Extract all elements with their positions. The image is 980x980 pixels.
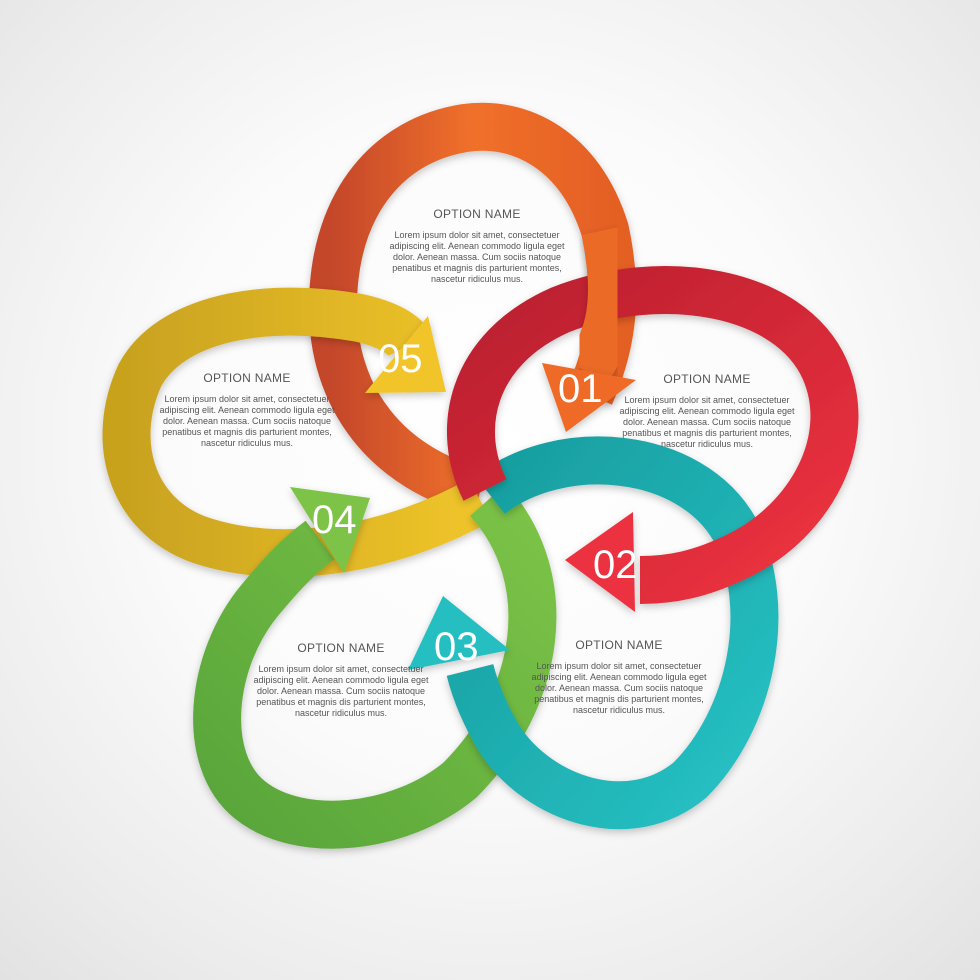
- step-block-05-top: OPTION NAME Lorem ipsum dolor sit amet, …: [382, 207, 572, 285]
- step-block-01: OPTION NAME Lorem ipsum dolor sit amet, …: [612, 372, 802, 450]
- step-block-03: OPTION NAME Lorem ipsum dolor sit amet, …: [246, 641, 436, 719]
- option-title: OPTION NAME: [203, 371, 291, 385]
- step-number-02: 02: [593, 543, 638, 587]
- step-number-05: 05: [378, 337, 423, 381]
- ring-orange-tail: [565, 224, 637, 387]
- option-title: OPTION NAME: [575, 638, 663, 652]
- ring-teal: [446, 436, 779, 830]
- option-description: Lorem ipsum dolor sit amet, consectetuer…: [159, 394, 335, 448]
- arrow-head-01: [542, 363, 636, 432]
- step-block-04-left: OPTION NAME Lorem ipsum dolor sit amet, …: [152, 371, 342, 449]
- arrow-head-05: [365, 316, 446, 393]
- option-title: OPTION NAME: [433, 207, 521, 221]
- step-number-04: 04: [312, 498, 357, 542]
- step-block-02: OPTION NAME Lorem ipsum dolor sit amet, …: [524, 638, 714, 716]
- option-description: Lorem ipsum dolor sit amet, consectetuer…: [619, 395, 795, 449]
- arrow-head-04: [290, 487, 370, 573]
- ring-green: [193, 483, 557, 849]
- step-number-03: 03: [434, 625, 479, 669]
- ring-red: [446, 266, 859, 604]
- step-number-01: 01: [558, 367, 603, 411]
- option-title: OPTION NAME: [663, 372, 751, 386]
- arrow-head-02: [565, 512, 635, 612]
- option-description: Lorem ipsum dolor sit amet, consectetuer…: [531, 661, 707, 715]
- option-description: Lorem ipsum dolor sit amet, consectetuer…: [253, 664, 429, 718]
- option-description: Lorem ipsum dolor sit amet, consectetuer…: [389, 230, 565, 284]
- arrow-head-03: [408, 596, 510, 670]
- option-title: OPTION NAME: [297, 641, 385, 655]
